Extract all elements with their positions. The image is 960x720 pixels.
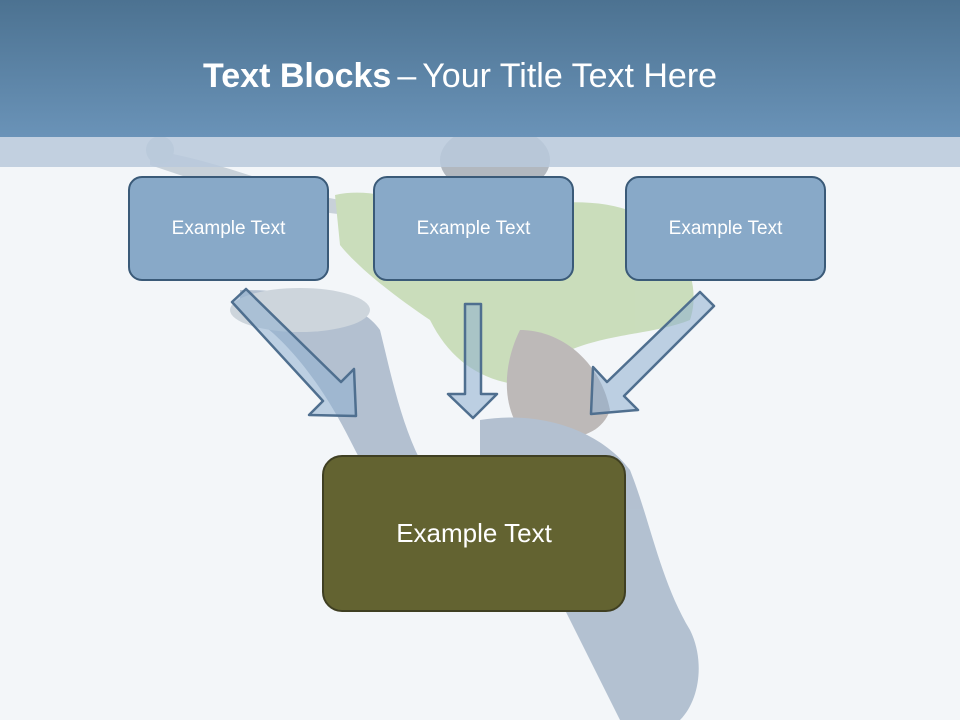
title-bold-part: Text Blocks: [203, 57, 392, 95]
text-block-right-label: Example Text: [668, 217, 783, 239]
title-dash: –: [397, 57, 417, 95]
text-block-left[interactable]: Example Text: [128, 176, 329, 281]
slide-title: Text Blocks–Your Title Text Here: [203, 54, 717, 98]
text-block-center[interactable]: Example Text: [373, 176, 574, 281]
text-block-center-label: Example Text: [416, 217, 531, 239]
title-bar-strip: [0, 137, 960, 167]
text-block-main-label: Example Text: [396, 518, 552, 548]
text-block-right[interactable]: Example Text: [625, 176, 826, 281]
title-bar: [0, 0, 960, 137]
text-block-left-label: Example Text: [171, 217, 286, 239]
title-rest-part: Your Title Text Here: [422, 57, 718, 95]
text-block-main[interactable]: Example Text: [322, 455, 626, 612]
